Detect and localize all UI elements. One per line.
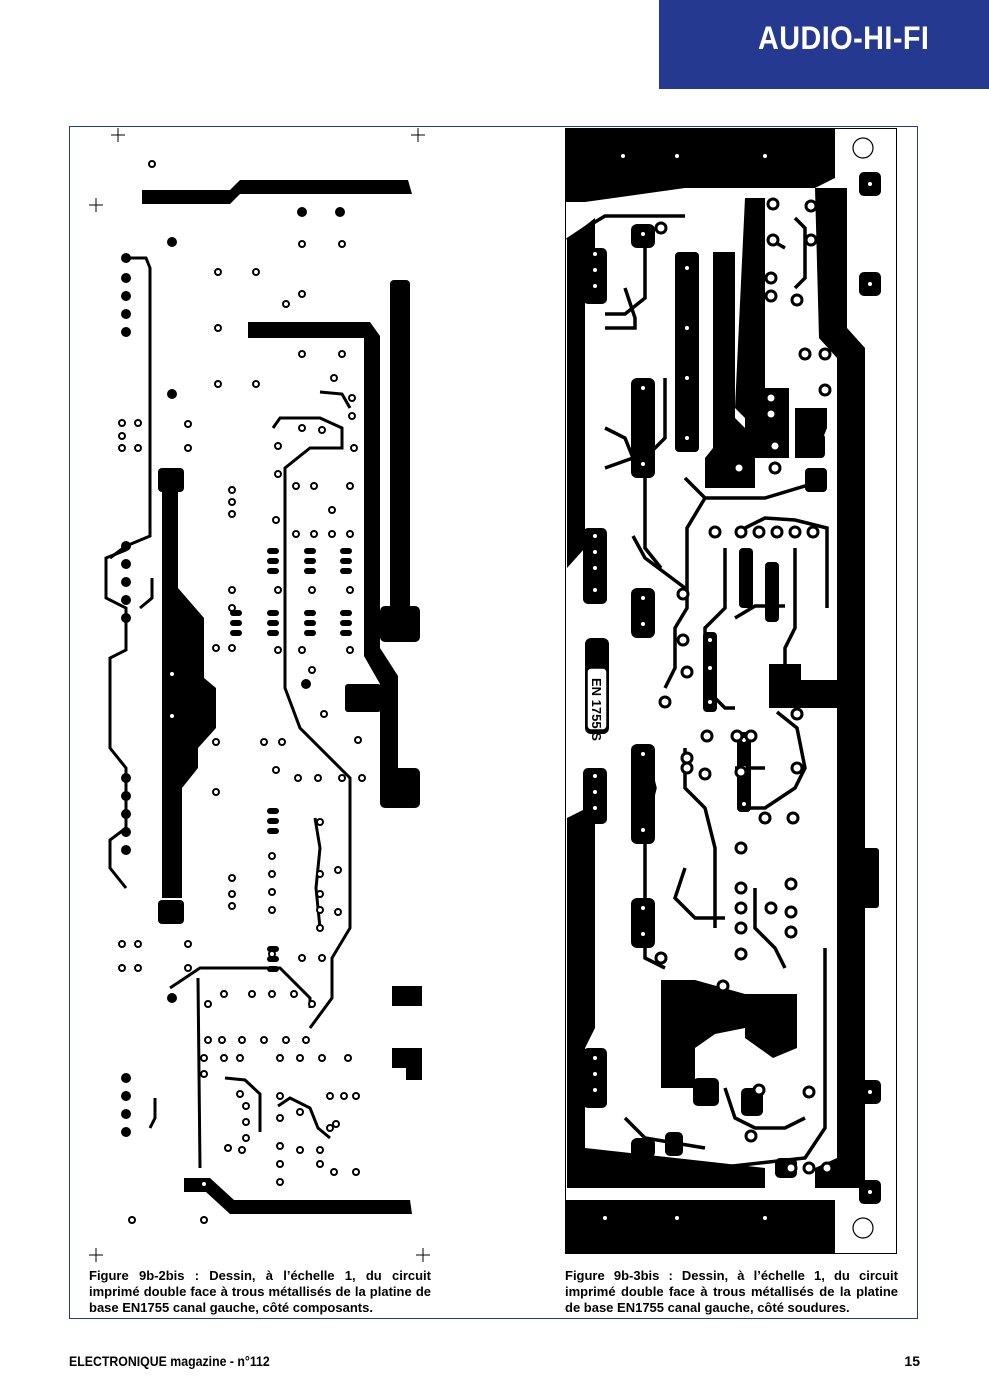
figure-caption-left: Figure 9b-2bis : Dessin, à l’échelle 1, …: [89, 1268, 431, 1315]
thin-traces: [104, 256, 352, 1169]
small-vias: [118, 160, 366, 1224]
pcb-component-side: [89, 128, 430, 1262]
board-label-box: [586, 667, 608, 731]
copper-pours: [565, 128, 879, 1254]
section-header-band: AUDIO-HI-FI: [659, 0, 989, 89]
figure-frame: [69, 126, 918, 1319]
traces: [142, 180, 422, 1214]
registration-marks: [89, 128, 430, 1262]
pad-holes: [593, 154, 872, 1220]
magazine-footer: ELECTRONIQUE magazine - n°112: [69, 1353, 270, 1369]
dil-pads: [230, 548, 352, 972]
section-title: AUDIO-HI-FI: [757, 20, 929, 56]
pcb-solder-side: EN 1755 S: [565, 128, 897, 1254]
page-number: 15: [904, 1353, 920, 1369]
pads: [121, 207, 345, 1137]
figure-caption-right: Figure 9b-3bis : Dessin, à l’échelle 1, …: [565, 1268, 898, 1315]
small-pads: [654, 197, 834, 1175]
pads: [583, 137, 881, 1239]
board-label: EN 1755 S: [589, 678, 604, 741]
